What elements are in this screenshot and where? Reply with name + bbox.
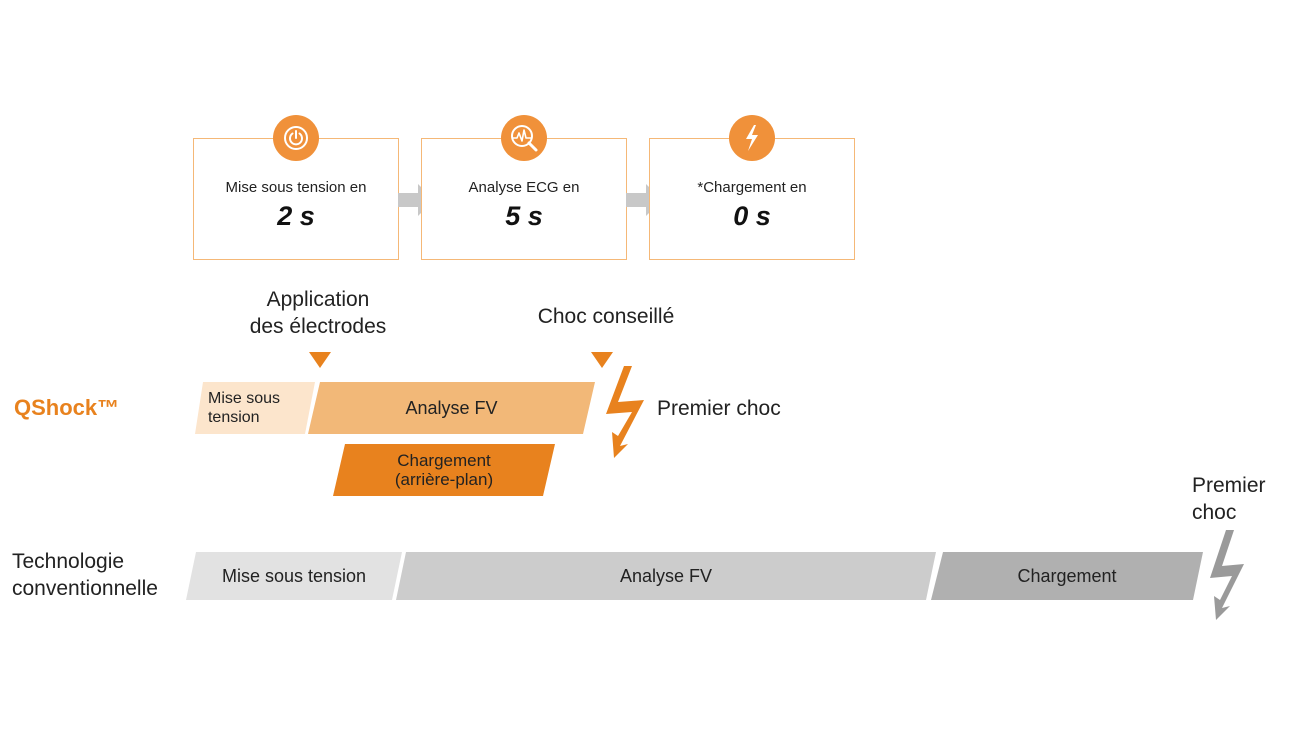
electrodes-label: Application des électrodes <box>249 288 387 338</box>
bar-label: Mise sous tension <box>207 390 281 426</box>
lightning-icon <box>1210 530 1244 620</box>
qshock-charging-bar: Chargement (arrière-plan) <box>333 444 555 496</box>
qshock-analysis-bar: Analyse FV <box>308 382 595 434</box>
step-box-charging: *Chargement en 0 s <box>649 115 855 260</box>
bar-label: Analyse FV <box>405 397 498 418</box>
shock-advised-label: Choc conseillé <box>537 305 675 328</box>
step-box-power-on: Mise sous tension en 2 s <box>193 115 399 260</box>
step-label: Analyse ECG en <box>468 179 580 196</box>
bar-shape <box>186 552 402 600</box>
bar-shape <box>396 552 936 600</box>
conventional-charging-bar: Chargement <box>931 552 1203 600</box>
step-label: Mise sous tension en <box>225 179 367 196</box>
qshock-first-shock-label: Premier choc <box>657 397 781 420</box>
lightning-icon <box>606 366 644 458</box>
bar-shape <box>333 444 555 496</box>
power-icon <box>273 115 319 161</box>
electrodes-marker <box>309 352 331 368</box>
bar-label: Analyse FV <box>619 565 713 586</box>
conventional-power-on-bar: Mise sous tension <box>186 552 402 600</box>
bar-shape <box>195 382 315 434</box>
step-value: 0 s <box>733 201 771 231</box>
shock-advised-marker <box>591 352 613 368</box>
bar-shape <box>308 382 595 434</box>
step-box-ecg-analysis: Analyse ECG en 5 s <box>421 115 627 260</box>
ecg-analysis-icon <box>501 115 547 161</box>
step-value: 5 s <box>505 201 543 231</box>
bar-shape <box>931 552 1203 600</box>
step-value: 2 s <box>277 201 315 231</box>
step-label: *Chargement en <box>697 179 807 196</box>
qshock-label: QShock™ <box>14 395 120 420</box>
bar-label: Chargement (arrière-plan) <box>394 451 494 489</box>
bar-label: Chargement <box>1017 565 1117 586</box>
bar-label: Mise sous tension <box>221 565 367 586</box>
conventional-label: Technologie conventionnelle <box>12 550 158 600</box>
qshock-power-on-bar: Mise sous tension <box>195 382 315 434</box>
lightning-icon <box>729 115 775 161</box>
conventional-first-shock-label: Premier choc <box>1192 474 1266 524</box>
conventional-analysis-bar: Analyse FV <box>396 552 936 600</box>
